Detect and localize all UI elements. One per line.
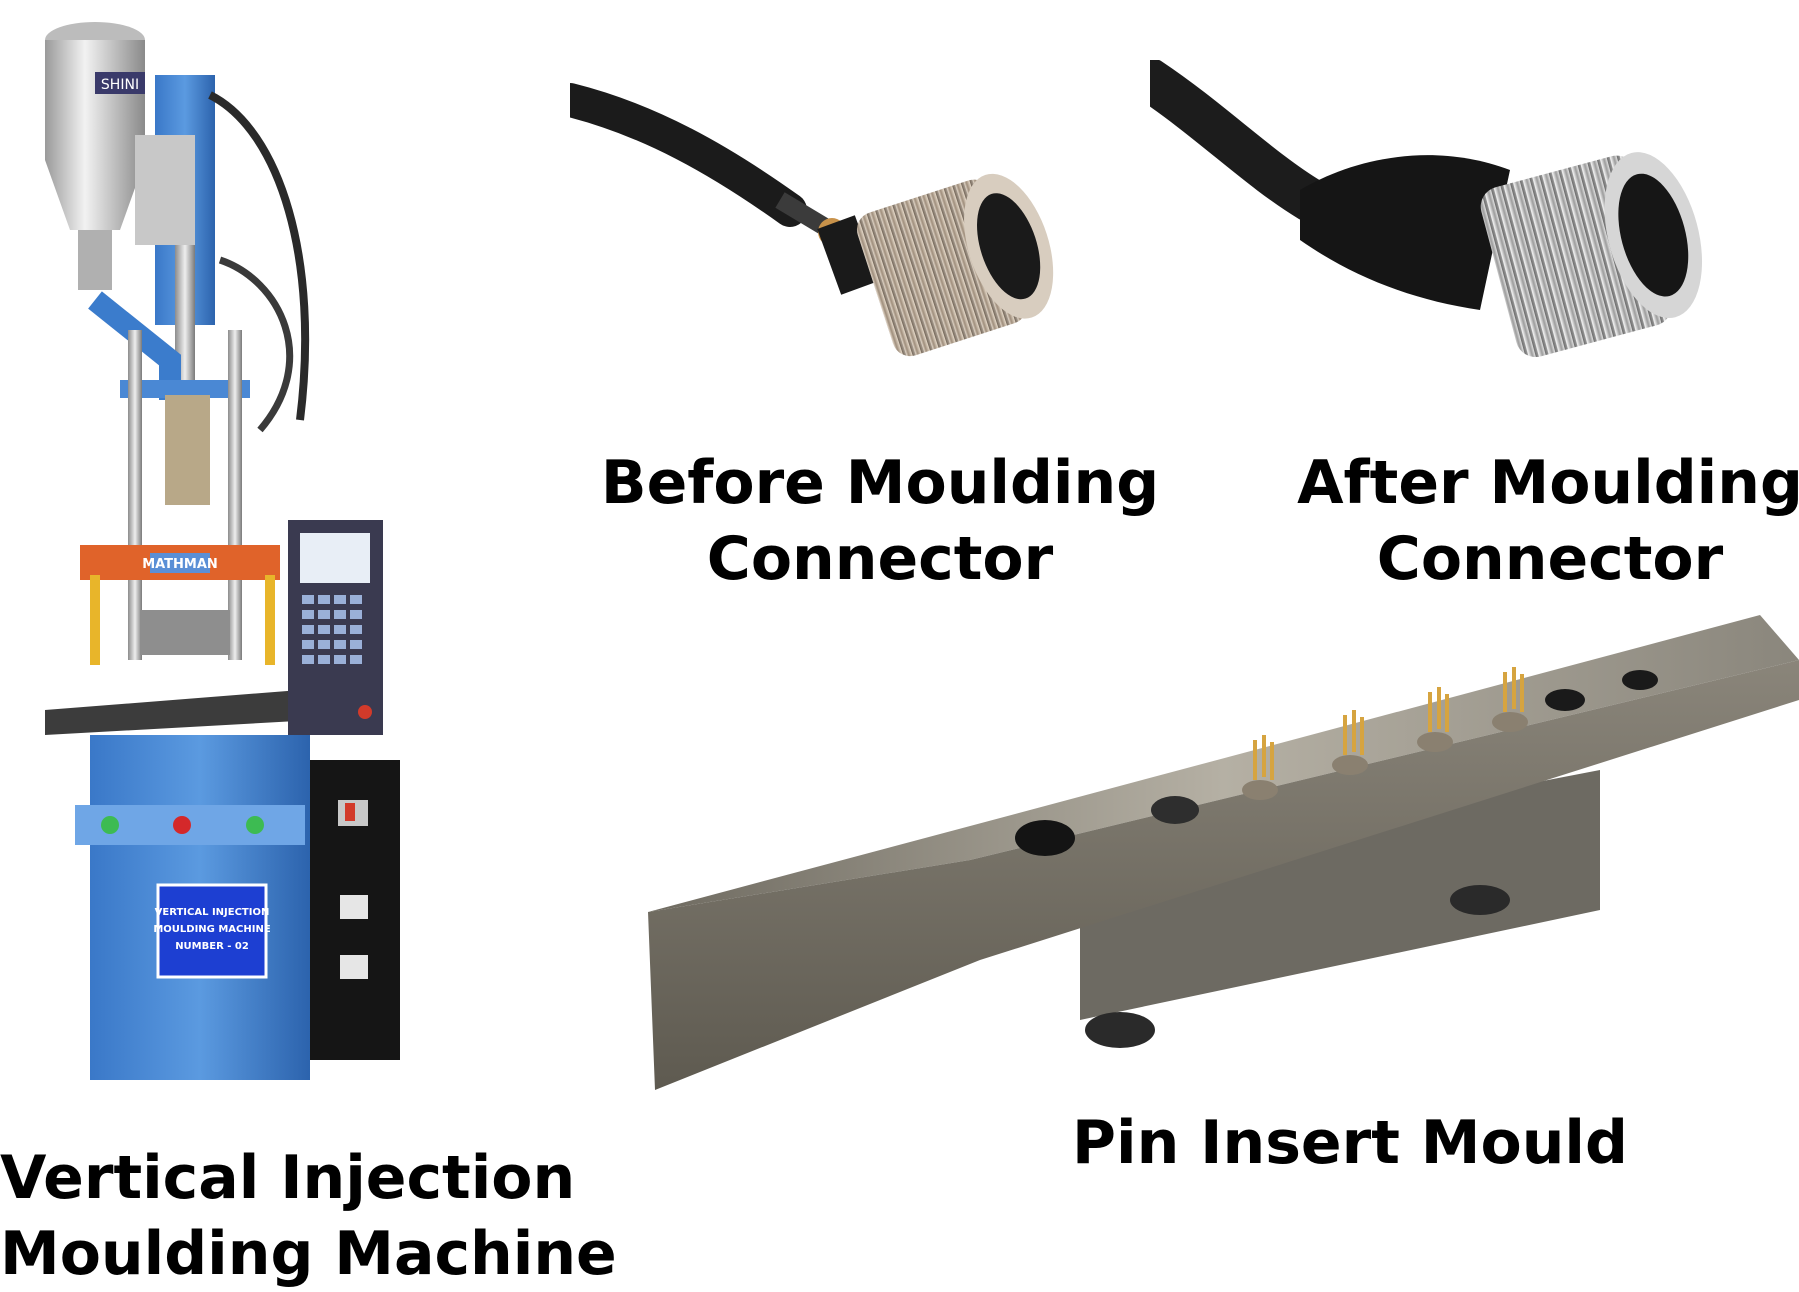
hopper-label: SHINI xyxy=(101,77,139,93)
caption-after-moulding: After Moulding Connector xyxy=(1297,448,1799,594)
cable xyxy=(1150,60,1332,222)
hydraulic-hose xyxy=(208,91,310,421)
overmould-boot xyxy=(1300,155,1510,310)
mould-hole xyxy=(1015,820,1075,856)
info-plate-line-3: NUMBER - 02 xyxy=(175,941,249,952)
info-plate-line-2: MOULDING MACHINE xyxy=(153,924,271,935)
stop-button-icon xyxy=(173,816,191,834)
pin-insert xyxy=(1492,667,1528,732)
brand-plate: MATHMAN xyxy=(142,557,218,572)
mould-base-block xyxy=(1080,770,1600,1020)
mould-bar-side xyxy=(648,660,1799,1090)
machine-table xyxy=(45,690,315,735)
start-button-icon xyxy=(101,816,119,834)
hopper: SHINI xyxy=(45,22,145,290)
cable xyxy=(570,83,807,227)
mould-bar-top xyxy=(648,615,1799,912)
pin-insert xyxy=(1242,735,1278,800)
caption-pin-insert-mould: Pin Insert Mould xyxy=(1072,1108,1628,1178)
info-plate-line-1: VERTICAL INJECTION xyxy=(155,907,270,918)
pin-insert xyxy=(1332,710,1368,775)
before-moulding-connector-photo xyxy=(570,80,1090,410)
tie-rod xyxy=(128,330,142,660)
knurled-nut xyxy=(1480,152,1703,358)
caption-before-moulding: Before Moulding Connector xyxy=(600,448,1160,594)
pin-insert xyxy=(1417,687,1453,752)
knurled-nut xyxy=(856,173,1054,357)
caption-vertical-injection-machine: Vertical Injection Moulding Machine xyxy=(0,1143,617,1289)
injection-machine-photo: SHINI MATHMAN xyxy=(20,0,440,1100)
after-moulding-connector-photo xyxy=(1150,60,1750,390)
pin-insert-mould-photo xyxy=(640,610,1799,1130)
info-plate xyxy=(156,883,268,979)
